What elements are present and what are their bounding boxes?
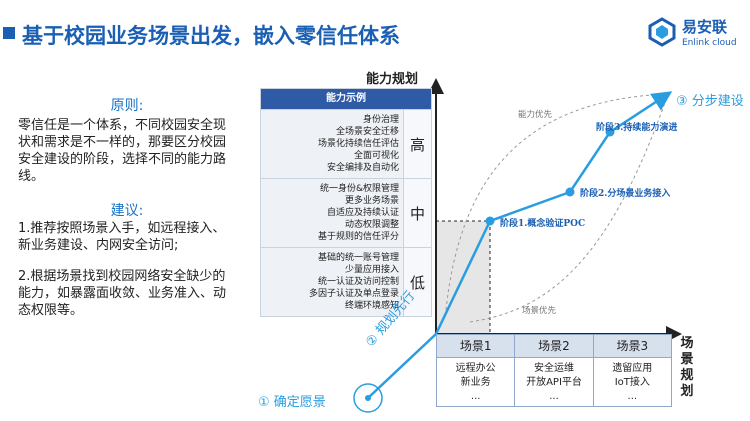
capability-row-medium: 统一身份&权限管理 更多业务场景 自适应及持续认证 动态权限调整 基于规则的信任… (261, 178, 431, 247)
route-line (367, 91, 673, 399)
principle-heading: 原则: (110, 98, 144, 114)
suggestion-heading: 建议: (110, 203, 144, 219)
scene-2-name: 场景2 (515, 335, 593, 358)
step-3-label: ③ 分步建设 (676, 90, 744, 109)
scene-item: 开放API平台 (526, 377, 582, 388)
capability-item: 更多业务场景 (344, 196, 399, 206)
capability-priority-curve (445, 93, 669, 311)
capability-item: 统一认证及访问控制 (317, 277, 399, 287)
capability-table-header: 能力示例 (261, 89, 431, 109)
step-1-text: 确定愿景 (273, 395, 326, 410)
stage-1-point (485, 216, 495, 226)
brand-logo: 易安联 Enlink cloud (646, 14, 746, 58)
scene-column-2: 场景2 安全运维 开放API平台 ... (514, 335, 593, 406)
stage-2-label: 阶段2.分场景业务接入 (580, 189, 671, 199)
step-3-number: ③ (676, 94, 688, 109)
scene-item: ... (627, 391, 638, 402)
stage-2-point (565, 187, 575, 197)
principle-text: 零信任是一个体系，不同校园安全现状和需求是不一样的，那要区分校园安全建设的阶段，… (18, 118, 227, 184)
scene-item: IoT接入 (614, 377, 650, 388)
capability-item: 基于规则的信任评分 (317, 232, 399, 242)
scene-item: 遗留应用 (612, 363, 653, 374)
vision-start-ring (353, 383, 383, 413)
capability-item: 全场景安全迁移 (335, 127, 399, 137)
left-text-panel: 原则: 零信任是一个体系，不同校园安全现状和需求是不一样的，那要区分校园安全建设… (18, 98, 236, 333)
capability-item: 终端环境感知 (344, 301, 399, 311)
scene-item: 远程办公 (455, 363, 496, 374)
capability-level-low: 低 (403, 248, 431, 316)
capability-item: 统一身份&权限管理 (319, 184, 399, 194)
capability-table: 能力示例 身份治理 全场景安全迁移 场景化持续信任评估 全面可视化 安全编排及自… (260, 88, 432, 317)
scene-1-name: 场景1 (437, 335, 515, 358)
capability-item: 全面可视化 (353, 151, 399, 161)
capability-item: 多因子认证及单点登录 (308, 289, 399, 299)
y-axis-label: 能力规划 (366, 72, 419, 87)
capability-row-low: 基础的统一账号管理 少量应用接入 统一认证及访问控制 多因子认证及单点登录 终端… (261, 247, 431, 316)
capability-item: 场景化持续信任评估 (317, 139, 399, 149)
capability-item: 少量应用接入 (344, 265, 399, 275)
scene-item: 安全运维 (533, 363, 574, 374)
capability-level-medium: 中 (403, 179, 431, 247)
vision-start-dot (365, 395, 371, 401)
scene-item: ... (549, 391, 559, 402)
x-axis-label: 场景规划 (680, 336, 694, 399)
stage-3-label: 阶段3.持续能力演进 (596, 123, 678, 133)
capability-priority-label: 能力优先 (518, 110, 553, 120)
suggestion-2: 2.根据场景找到校园网络安全缺少的能力，如暴露面收敛、业务准入、动态权限等。 (18, 269, 227, 318)
stage-3-point (605, 127, 615, 137)
scene-priority-label: 场景优先 (522, 306, 557, 316)
capability-item: 动态权限调整 (344, 220, 399, 230)
scene-column-1: 场景1 远程办公 新业务 ... (437, 335, 515, 406)
title-marker (3, 27, 15, 39)
logo-name-cn: 易安联 (682, 18, 728, 36)
capability-item: 自适应及持续认证 (326, 208, 399, 218)
capability-item: 基础的统一账号管理 (317, 253, 399, 263)
step-1-number: ① (258, 395, 270, 410)
page-title: 基于校园业务场景出发，嵌入零信任体系 (22, 24, 400, 48)
capability-row-high: 身份治理 全场景安全迁移 场景化持续信任评估 全面可视化 安全编排及自动化 高 (261, 109, 431, 178)
scene-item: ... (470, 391, 481, 402)
scene-column-3: 场景3 遗留应用 IoT接入 ... (592, 335, 671, 406)
suggestion-1: 1.推荐按照场景入手，如远程接入、新业务建设、内网安全访问; (18, 221, 226, 253)
capability-item: 身份治理 (362, 115, 399, 125)
capability-level-high: 高 (403, 110, 431, 178)
capability-item: 安全编排及自动化 (326, 163, 399, 173)
title-bar: 基于校园业务场景出发，嵌入零信任体系 易安联 Enlink cloud (0, 0, 750, 70)
scene-item: 新业务 (460, 377, 491, 388)
scene-3-name: 场景3 (593, 335, 671, 358)
logo-name-en: Enlink cloud (682, 38, 737, 48)
scene-table: 场景1 远程办公 新业务 ... 场景2 安全运维 开放API平台 ... 场景… (436, 334, 672, 407)
step-1-label: ① 确定愿景 (258, 391, 326, 410)
logo-icon (648, 17, 676, 47)
roadmap-diagram: 能力规划 场景规划 能力示例 身份治理 全场景安全迁移 场景化持续信任评估 全面… (250, 60, 750, 421)
scene-priority-curve (469, 93, 669, 323)
step-3-text: 分步建设 (691, 94, 744, 109)
stage-1-label: 阶段1.概念验证POC (500, 219, 586, 229)
